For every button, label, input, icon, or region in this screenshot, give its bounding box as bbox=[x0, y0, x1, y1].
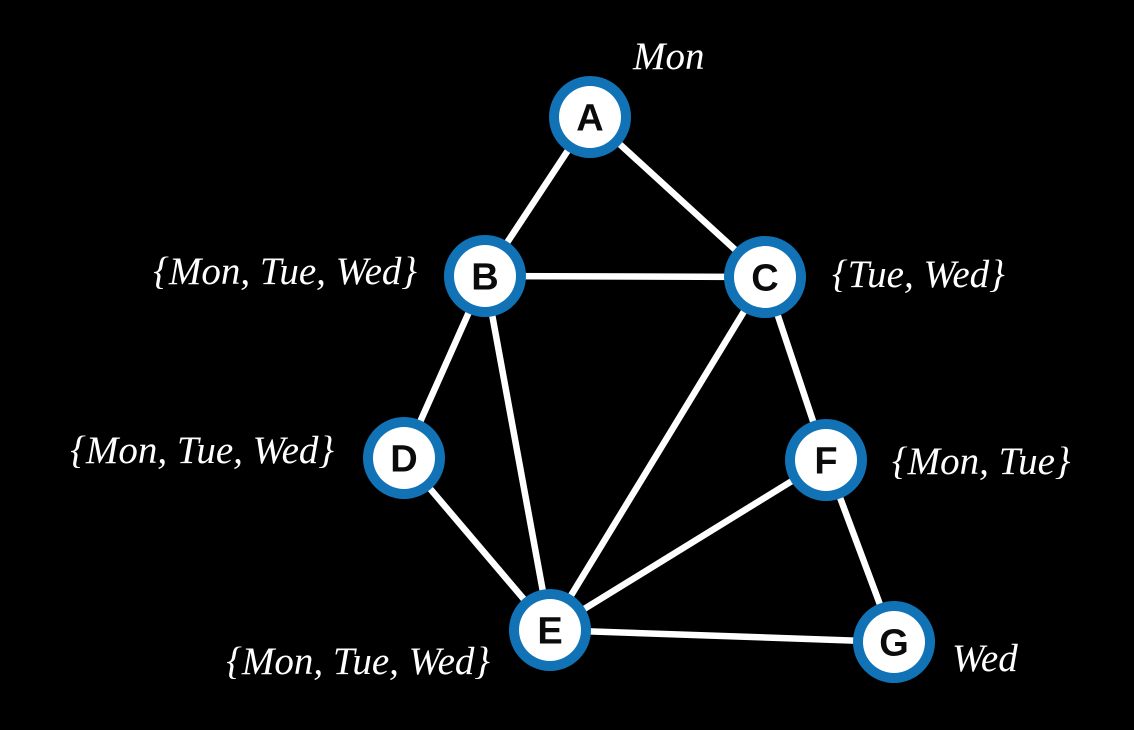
node-letter-C: C bbox=[751, 258, 778, 300]
edge-E-F bbox=[546, 456, 830, 634]
domain-label-A: Mon bbox=[632, 35, 705, 78]
node-letter-A: A bbox=[576, 98, 603, 140]
domain-label-B: {Mon, Tue, Wed} bbox=[153, 250, 417, 293]
node-D: D bbox=[363, 417, 445, 499]
edge-C-E bbox=[546, 273, 769, 634]
node-letter-D: D bbox=[390, 439, 417, 481]
node-letter-G: G bbox=[879, 623, 909, 665]
domain-label-D: {Mon, Tue, Wed} bbox=[70, 429, 334, 472]
node-fill-B bbox=[454, 245, 516, 307]
nodes-layer: A B C D E F G bbox=[363, 76, 935, 683]
node-fill-F bbox=[795, 429, 857, 491]
domain-label-C: {Tue, Wed} bbox=[832, 253, 1005, 296]
node-E: E bbox=[509, 589, 591, 671]
node-G: G bbox=[853, 601, 935, 683]
node-fill-C bbox=[734, 246, 796, 308]
edge-E-G bbox=[546, 626, 898, 646]
domain-label-F: {Mon, Tue} bbox=[892, 440, 1071, 483]
node-fill-E bbox=[519, 599, 581, 661]
labels-layer: Mon {Mon, Tue, Wed} {Tue, Wed} {Mon, Tue, W… bbox=[70, 35, 1071, 683]
domain-label-E: {Mon, Tue, Wed} bbox=[226, 640, 490, 683]
edge-B-C bbox=[481, 272, 769, 281]
node-fill-G bbox=[863, 611, 925, 673]
edge-B-E bbox=[481, 272, 554, 634]
edges-layer bbox=[400, 113, 898, 646]
node-C: C bbox=[724, 236, 806, 318]
node-fill-D bbox=[373, 427, 435, 489]
node-F: F bbox=[785, 419, 867, 501]
node-letter-B: B bbox=[471, 257, 498, 299]
domain-label-G: Wed bbox=[952, 637, 1018, 680]
node-letter-E: E bbox=[537, 611, 562, 653]
node-fill-A bbox=[559, 86, 621, 148]
node-B: B bbox=[444, 235, 526, 317]
node-A: A bbox=[549, 76, 631, 158]
node-letter-F: F bbox=[814, 441, 837, 483]
